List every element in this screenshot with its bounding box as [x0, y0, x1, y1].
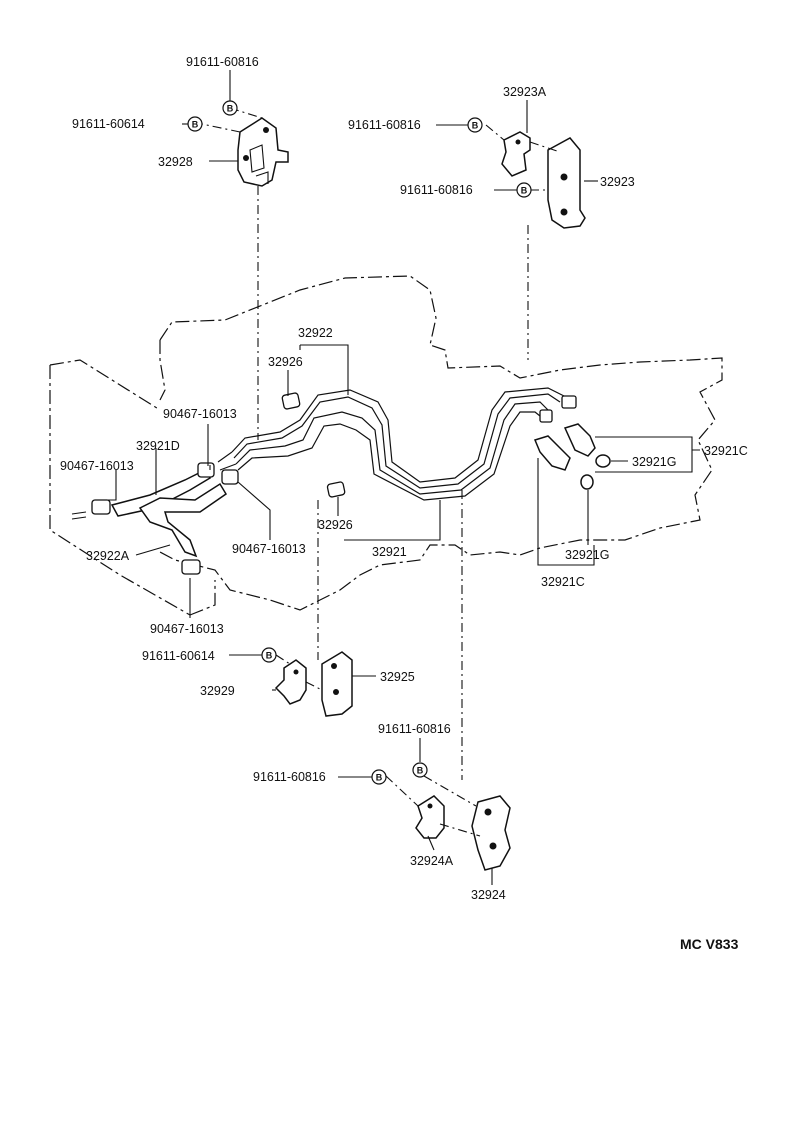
label-91611-60816-tr1: 91611-60816 — [348, 118, 421, 132]
label-90467-16013-d: 90467-16013 — [150, 622, 224, 636]
bracket-32929 — [274, 659, 307, 705]
label-91611-60614-mid: 91611-60614 — [142, 649, 215, 663]
label-90467-16013-a: 90467-16013 — [163, 407, 237, 421]
bracket-32925 — [321, 651, 353, 717]
label-32921C-lower: 32921C — [541, 575, 585, 589]
engine-outline — [49, 275, 723, 616]
label-32922A: 32922A — [86, 549, 130, 563]
bracket-32924A — [415, 795, 445, 839]
label-90467-16013-c: 90467-16013 — [232, 542, 306, 556]
label-32923A: 32923A — [503, 85, 547, 99]
bracket-32923 — [547, 137, 586, 229]
marker-b-2: B — [187, 116, 203, 132]
fuel-tubes — [217, 387, 611, 501]
label-91611-60816-tr2: 91611-60816 — [400, 183, 473, 197]
alignment-lines — [201, 107, 561, 837]
label-32921C-right: 32921C — [704, 444, 748, 458]
label-32921G-lower: 32921G — [565, 548, 609, 562]
bolt-markers: B B B B B B B — [187, 100, 532, 785]
svg-text:B: B — [521, 186, 528, 196]
leader-lines — [100, 70, 700, 885]
label-32929: 32929 — [200, 684, 235, 698]
label-32926-lower: 32926 — [318, 518, 353, 532]
label-32921D: 32921D — [136, 439, 180, 453]
label-32926-upper: 32926 — [268, 355, 303, 369]
svg-text:B: B — [227, 104, 234, 114]
svg-text:B: B — [472, 121, 479, 131]
label-32921: 32921 — [372, 545, 407, 559]
bracket-32928 — [237, 117, 289, 187]
bracket-32923A — [501, 131, 531, 177]
marker-b-7: B — [371, 769, 387, 785]
label-91611-60816-b2: 91611-60816 — [253, 770, 326, 784]
marker-b-6: B — [412, 762, 428, 778]
label-32923: 32923 — [600, 175, 635, 189]
label-32925: 32925 — [380, 670, 415, 684]
callout-labels: 91611-60816 91611-60614 32928 32923A 916… — [60, 55, 748, 952]
svg-text:B: B — [417, 766, 424, 776]
label-32924A: 32924A — [410, 854, 454, 868]
label-32924: 32924 — [471, 888, 506, 902]
label-91611-60614-top: 91611-60614 — [72, 117, 145, 131]
label-90467-16013-b: 90467-16013 — [60, 459, 134, 473]
marker-b-4: B — [516, 182, 532, 198]
reference-code: MC V833 — [680, 936, 739, 952]
marker-b-3: B — [467, 117, 483, 133]
bracket-32924 — [471, 795, 511, 871]
label-32921G-right: 32921G — [632, 455, 676, 469]
label-32922: 32922 — [298, 326, 333, 340]
marker-b-5: B — [261, 647, 277, 663]
marker-b-1: B — [222, 100, 238, 116]
svg-text:B: B — [266, 651, 273, 661]
label-91611-60816-top: 91611-60816 — [186, 55, 259, 69]
svg-text:B: B — [376, 773, 383, 783]
label-91611-60816-b1: 91611-60816 — [378, 722, 451, 736]
svg-text:B: B — [192, 120, 199, 130]
label-32928: 32928 — [158, 155, 193, 169]
hoses — [71, 462, 239, 575]
